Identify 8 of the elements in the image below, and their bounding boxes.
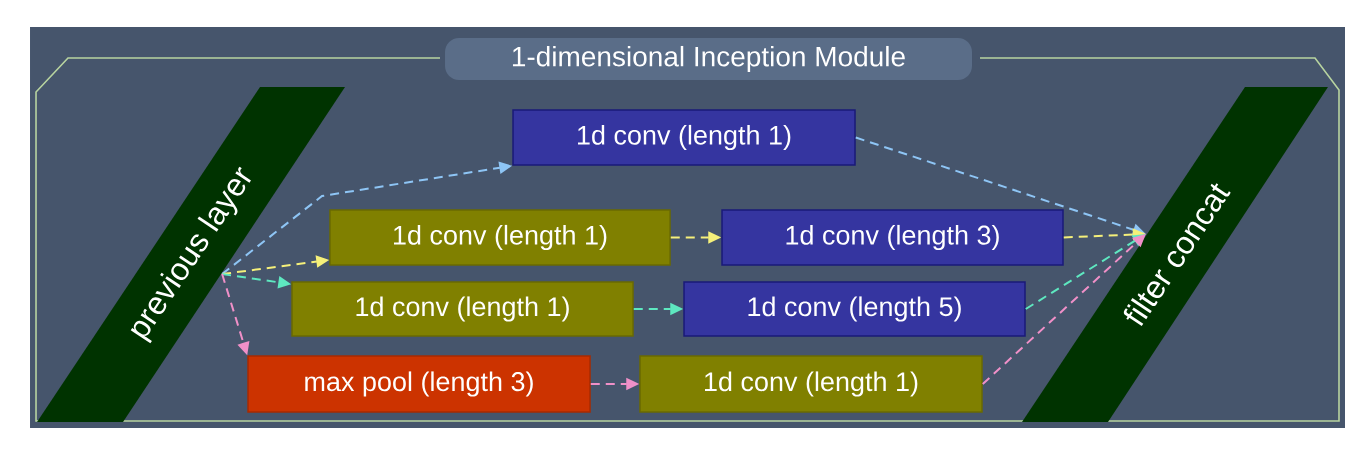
conv-box: 1d conv (length 1): [512, 109, 856, 166]
conv-box: 1d conv (length 5): [683, 281, 1026, 337]
conv-box: 1d conv (length 1): [639, 355, 983, 413]
conv-box: 1d conv (length 3): [721, 209, 1064, 266]
conv-box: 1d conv (length 1): [329, 209, 671, 266]
conv-box: 1d conv (length 1): [291, 281, 634, 337]
arrow: [981, 234, 1146, 385]
pool-box: max pool (length 3): [247, 355, 591, 413]
